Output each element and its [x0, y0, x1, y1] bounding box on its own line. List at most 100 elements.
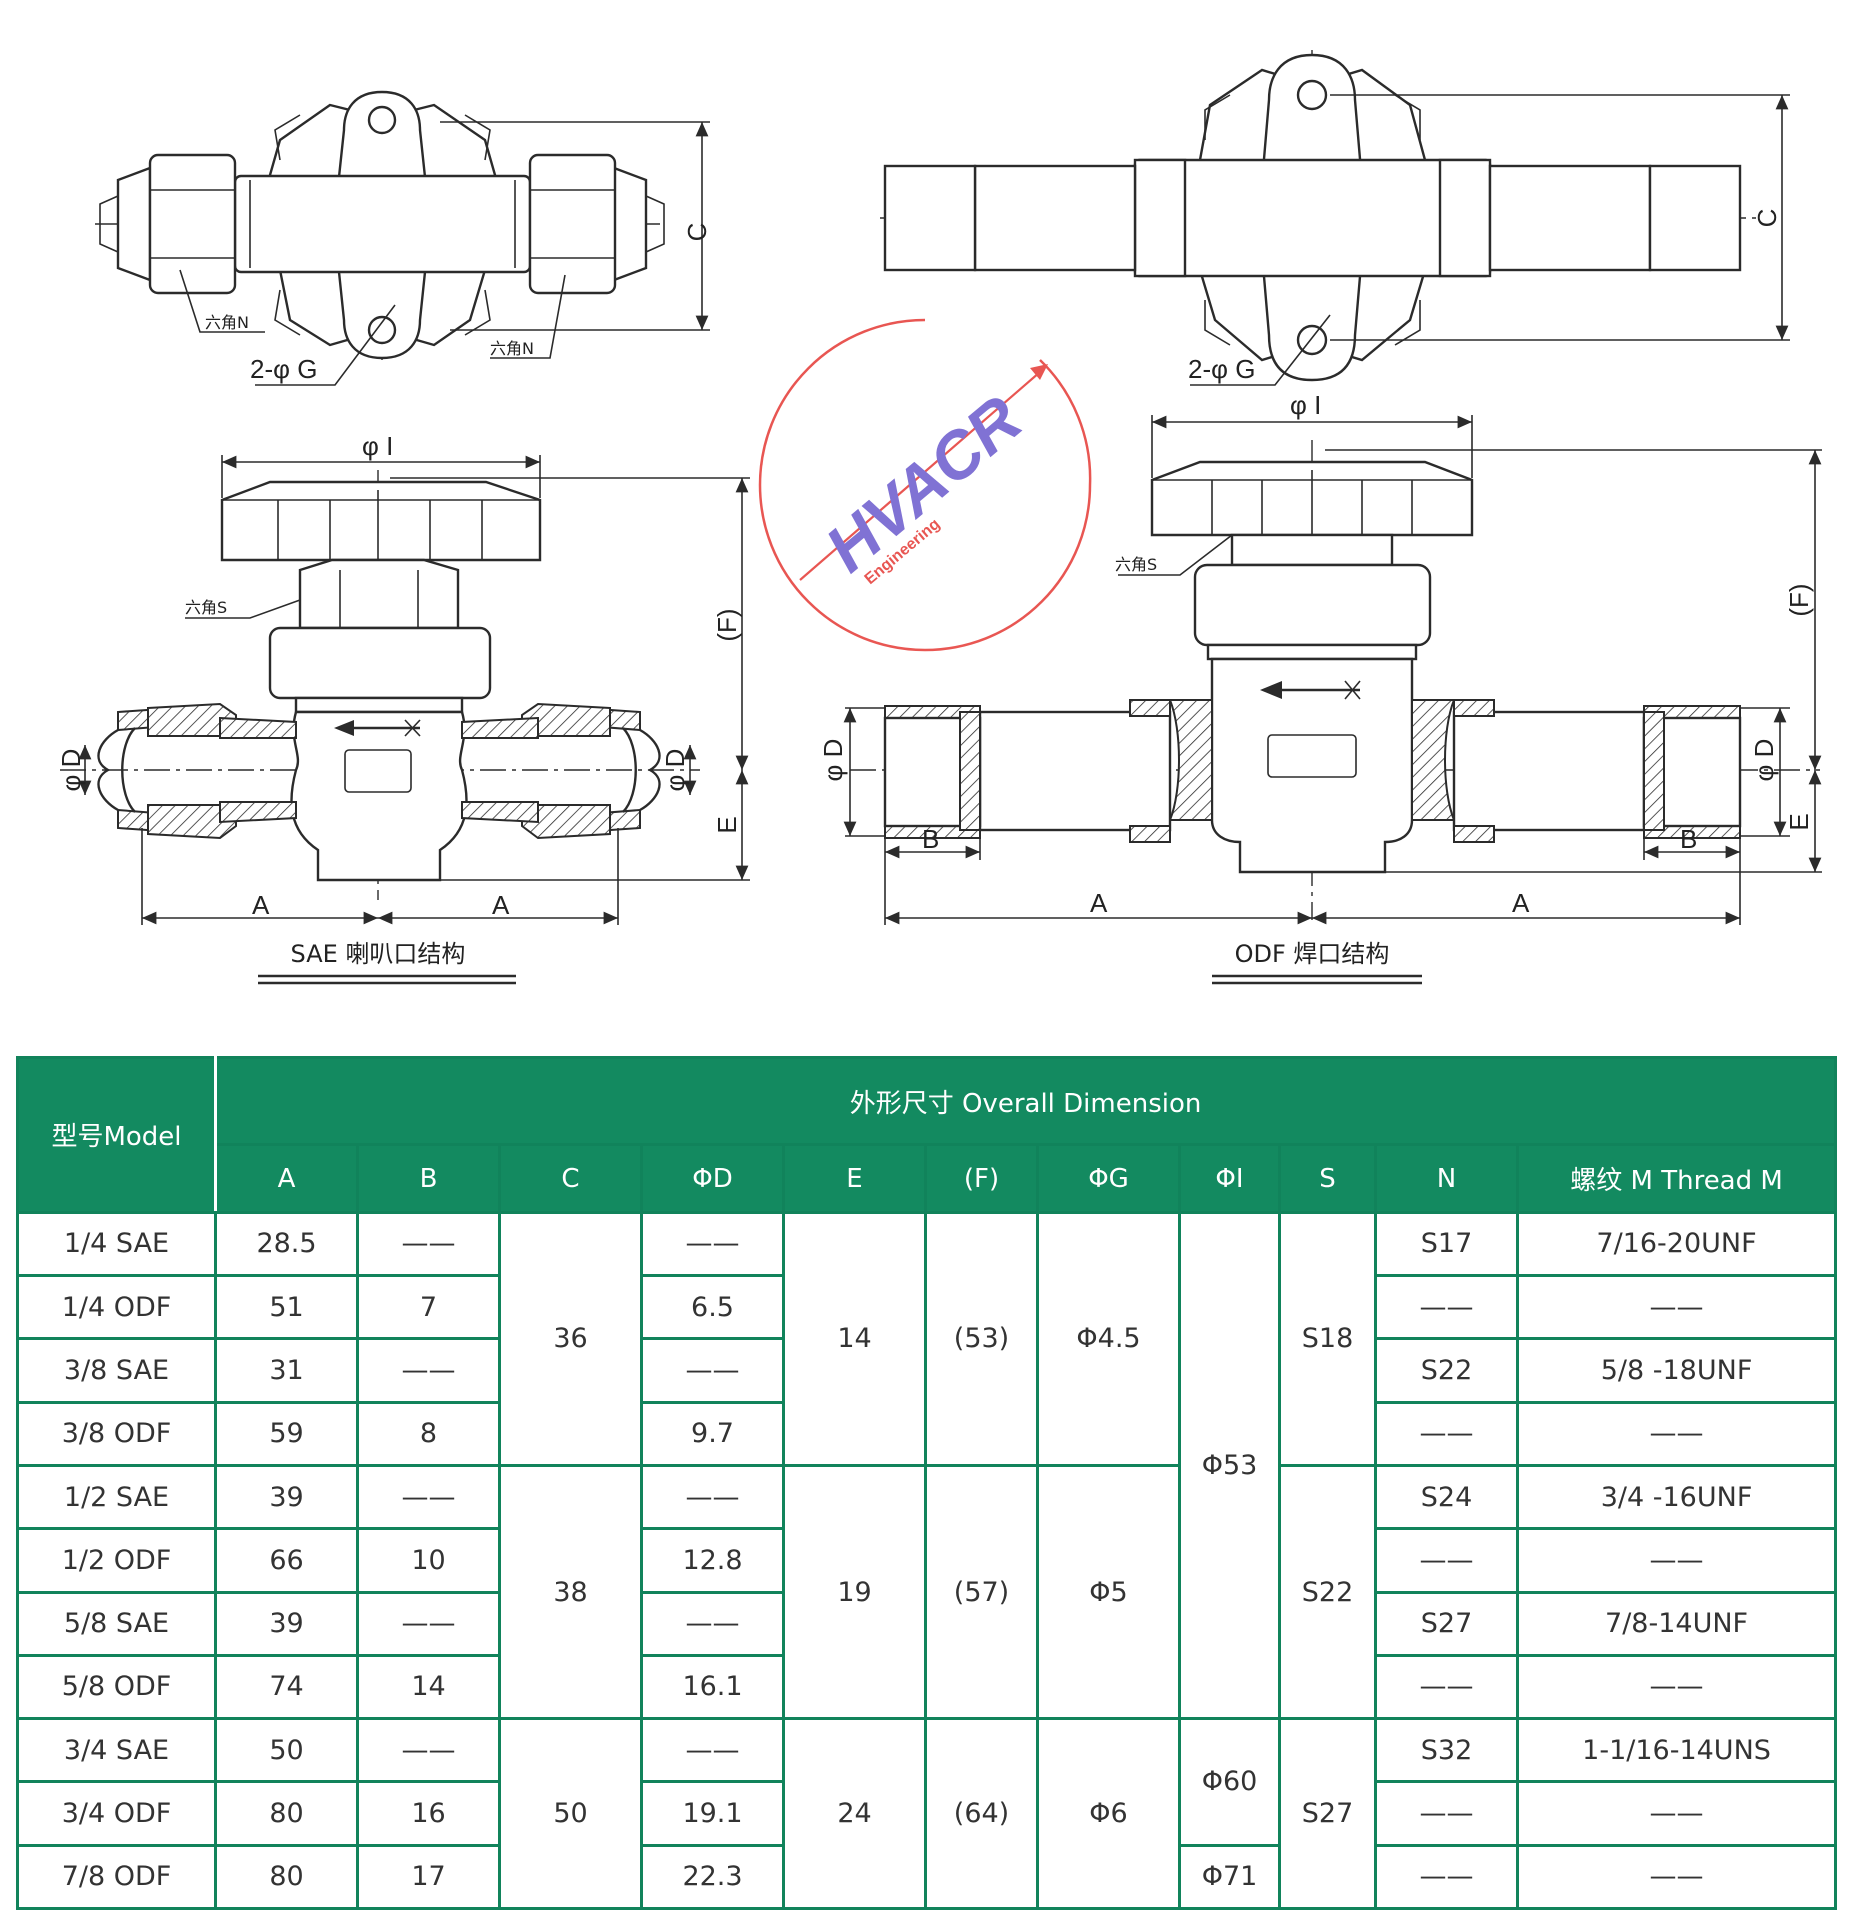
cell-n: S17 — [1374, 1210, 1519, 1278]
cell-i-group: Φ53 — [1178, 1210, 1281, 1721]
cell-b: —— — [356, 1463, 501, 1531]
cell-thread: 1-1/16-14UNS — [1515, 1717, 1838, 1784]
cell-model: 3/8 SAE — [16, 1337, 217, 1404]
table-row: 3/4 ODF 80 16 19.1 —— —— — [16, 1780, 1838, 1847]
cell-thread: —— — [1515, 1274, 1838, 1341]
cell-n: —— — [1374, 1400, 1519, 1467]
cell-d: 19.1 — [640, 1780, 785, 1847]
table-row: 1/2 ODF 66 10 12.8 —— —— — [16, 1527, 1838, 1594]
cell-b: 14 — [356, 1653, 501, 1721]
table-row: 1/4 SAE 28.5 —— 36 —— 14 (53) Φ4.5 Φ53 S… — [16, 1210, 1838, 1721]
col-header-thread: 螺纹 M Thread M — [1515, 1143, 1838, 1214]
dim-phi-d-odf-right: φ D — [1749, 739, 1779, 782]
cell-e-group: 24 — [782, 1717, 927, 1910]
cell-a: 80 — [214, 1780, 359, 1847]
cell-b: 16 — [356, 1780, 501, 1847]
cell-d: 6.5 — [640, 1274, 785, 1341]
caption-sae: SAE 喇叭口结构 — [291, 940, 466, 968]
cell-b: —— — [356, 1210, 501, 1278]
dimension-table: 型号Model 外形尺寸 Overall Dimension A B C ΦD … — [16, 1055, 1838, 1911]
dim-a-sae-left: A — [252, 890, 270, 920]
cell-a: 51 — [214, 1274, 359, 1341]
col-header-g: ΦG — [1036, 1143, 1181, 1214]
table-row: 5/8 SAE 39 —— —— S27 7/8-14UNF — [16, 1590, 1838, 1657]
cell-model: 1/2 SAE — [16, 1463, 217, 1531]
cell-d: —— — [640, 1210, 785, 1278]
hex-n-label-left: 六角N — [205, 313, 249, 332]
cell-d: 9.7 — [640, 1400, 785, 1467]
cell-a: 74 — [214, 1653, 359, 1721]
cell-b: 17 — [356, 1843, 501, 1911]
hex-s-label-sae: 六角S — [185, 598, 227, 617]
dim-f-odf: (F) — [1784, 583, 1814, 616]
hex-n-label-right: 六角N — [490, 339, 534, 358]
cell-f-group: (53) — [924, 1210, 1039, 1467]
col-header-s: S — [1278, 1143, 1377, 1214]
cell-b: 10 — [356, 1527, 501, 1594]
technical-drawings: 六角N 六角N 2-φ G C 2-φ G C — [56, 50, 1822, 985]
cell-model: 5/8 SAE — [16, 1590, 217, 1657]
cell-model: 7/8 ODF — [16, 1843, 217, 1911]
sae-top-view: 六角N 六角N 2-φ G C — [95, 90, 712, 386]
dim-phi-d-odf-left: φ D — [818, 739, 848, 782]
cell-model: 1/4 ODF — [16, 1274, 217, 1341]
dim-phi-i-sae: φ I — [362, 431, 393, 461]
cell-g-group: Φ4.5 — [1036, 1210, 1181, 1467]
caption-odf: ODF 焊口结构 — [1235, 940, 1390, 968]
odf-top-view: 2-φ G C — [880, 50, 1790, 386]
col-header-a: A — [214, 1143, 359, 1214]
cell-model: 3/4 ODF — [16, 1780, 217, 1847]
col-header-n: N — [1374, 1143, 1519, 1214]
dim-e-odf: E — [1784, 813, 1814, 830]
dim-b-odf-right: B — [1680, 824, 1697, 854]
dim-b-odf-left: B — [922, 824, 939, 854]
cell-thread: —— — [1515, 1843, 1838, 1911]
cell-model: 3/8 ODF — [16, 1400, 217, 1467]
cell-n: S24 — [1374, 1463, 1519, 1531]
cell-b: —— — [356, 1717, 501, 1784]
dim-e-sae: E — [712, 816, 742, 833]
cell-d: —— — [640, 1463, 785, 1531]
overall-dimension-header: 外形尺寸 Overall Dimension — [213, 1055, 1838, 1147]
dim-c-odf: C — [1752, 209, 1782, 228]
table-row: 3/4 SAE 50 —— 50 —— 24 (64) Φ6 Φ60 S27 S… — [16, 1717, 1838, 1910]
cell-thread: —— — [1515, 1780, 1838, 1847]
cell-d: 16.1 — [640, 1653, 785, 1721]
cell-d: 12.8 — [640, 1527, 785, 1594]
dim-phi-i-odf: φ I — [1290, 390, 1321, 420]
col-header-f: (F) — [924, 1143, 1039, 1214]
cell-g-group: Φ5 — [1036, 1463, 1181, 1721]
cell-f-group: (57) — [924, 1463, 1039, 1721]
cell-c-group: 38 — [498, 1463, 643, 1721]
table-row: 3/8 ODF 59 8 9.7 —— —— — [16, 1400, 1838, 1467]
dim-a-sae-right: A — [492, 890, 510, 920]
dim-f-sae: (F) — [712, 608, 742, 641]
cell-thread: 7/8-14UNF — [1515, 1590, 1838, 1657]
cell-i-group: Φ71 — [1178, 1843, 1281, 1911]
cell-d: —— — [640, 1717, 785, 1784]
hex-s-label-odf: 六角S — [1115, 555, 1157, 574]
cell-model: 5/8 ODF — [16, 1653, 217, 1721]
cell-a: 59 — [214, 1400, 359, 1467]
cell-model: 1/4 SAE — [16, 1210, 217, 1278]
table-row: 7/8 ODF 80 17 22.3 Φ71 —— —— — [16, 1843, 1838, 1911]
table-row: 5/8 ODF 74 14 16.1 —— —— — [16, 1653, 1838, 1721]
cell-a: 39 — [214, 1590, 359, 1657]
hvacr-watermark-logo: HVACR Engineering — [758, 318, 1092, 652]
watermark-brand: HVACR — [811, 381, 1035, 586]
model-header: 型号Model — [16, 1056, 217, 1214]
cell-b: 7 — [356, 1274, 501, 1341]
cell-n: —— — [1374, 1274, 1519, 1341]
cell-s-group: S22 — [1278, 1463, 1377, 1721]
col-header-d: ΦD — [640, 1143, 785, 1214]
dim-c-sae: C — [682, 223, 712, 242]
cell-thread: 7/16-20UNF — [1515, 1210, 1838, 1278]
cell-s-group: S18 — [1278, 1210, 1377, 1467]
cell-a: 31 — [214, 1337, 359, 1404]
dim-phi-d-sae-left: φ D — [56, 749, 86, 792]
col-header-i: ΦI — [1178, 1143, 1281, 1214]
col-header-b: B — [356, 1143, 501, 1214]
cell-a: 28.5 — [214, 1210, 359, 1278]
cell-thread: —— — [1515, 1527, 1838, 1594]
cell-s-group: S27 — [1278, 1717, 1377, 1910]
